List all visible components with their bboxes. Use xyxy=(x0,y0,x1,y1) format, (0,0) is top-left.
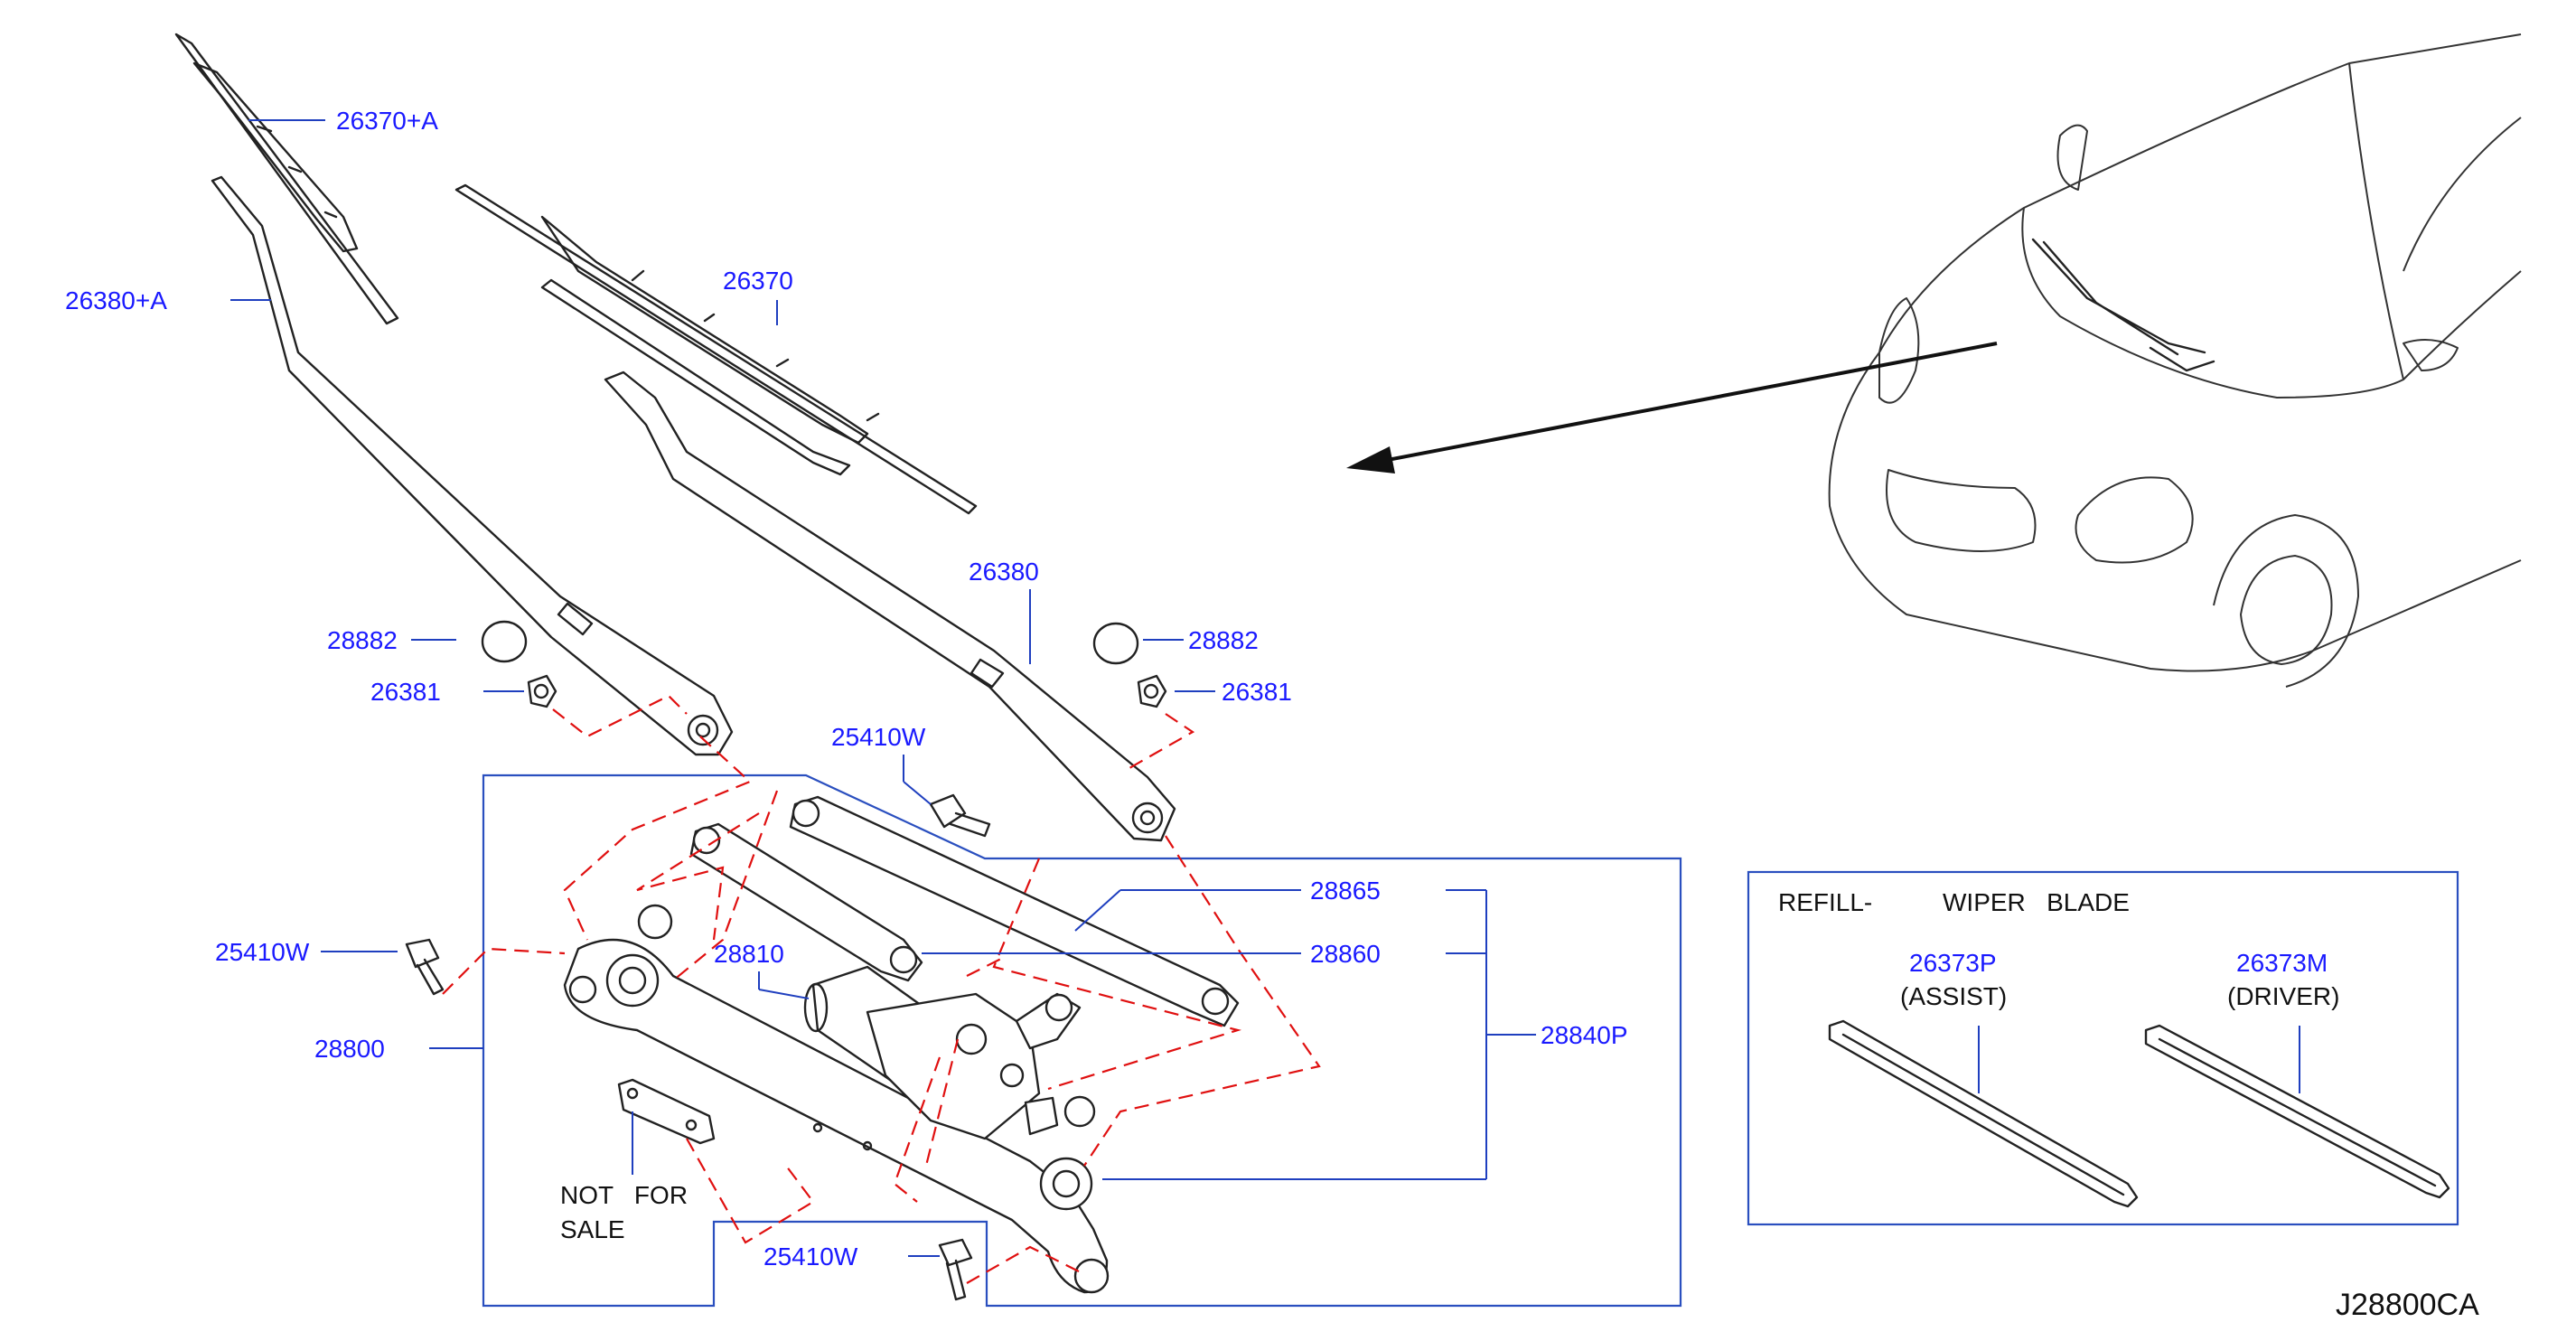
label-28800: 28800 xyxy=(314,1035,385,1063)
label-28882-left: 28882 xyxy=(327,626,398,654)
assembly-dashed-lines xyxy=(442,694,1321,1284)
refill-blade-26373P xyxy=(1828,1019,2139,1208)
label-28840P: 28840P xyxy=(1541,1021,1628,1049)
wiper-blade-26370 xyxy=(454,183,978,515)
assembly-outline-28800 xyxy=(482,774,1682,1308)
label-28865: 28865 xyxy=(1310,877,1381,905)
cap-28882-right xyxy=(1092,622,1139,665)
label-26380: 26380 xyxy=(969,558,1039,586)
wiper-blade-26370A xyxy=(174,33,399,325)
link-rod-28865 xyxy=(789,795,1240,1027)
wiper-arm-26380 xyxy=(604,370,1176,842)
label-25410W-bottom: 25410W xyxy=(763,1243,858,1271)
not-for-sale-line1: NOT FOR xyxy=(560,1181,688,1209)
label-28810: 28810 xyxy=(714,940,784,968)
label-assist: (ASSIST) xyxy=(1900,982,2007,1010)
bolt-25410W-left xyxy=(405,938,445,996)
wiper-arm-26380A xyxy=(211,175,734,756)
motor-28810 xyxy=(803,965,1082,1140)
refill-title-left: REFILL- xyxy=(1778,888,1872,916)
label-26373P: 26373P xyxy=(1909,949,1997,977)
refill-title-right: WIPER BLADE xyxy=(1943,888,2130,916)
bolt-25410W-top xyxy=(929,793,991,838)
frame-28840P xyxy=(563,904,1110,1294)
refill-blade-26373M xyxy=(2144,1024,2450,1199)
bolt-25410W-bottom xyxy=(938,1238,973,1301)
nut-26381-right xyxy=(1137,674,1167,708)
label-28882-right: 28882 xyxy=(1188,626,1259,654)
diagram-code: J28800CA xyxy=(2336,1288,2479,1322)
label-driver: (DRIVER) xyxy=(2227,982,2339,1010)
leader-lines xyxy=(230,119,2300,1257)
part-labels: 26370+A 26380+A 26370 26380 28882 26381 … xyxy=(65,107,2479,1322)
label-26380A: 26380+A xyxy=(65,286,167,314)
label-26381-left: 26381 xyxy=(370,678,441,706)
label-28860: 28860 xyxy=(1310,940,1381,968)
refill-box xyxy=(1747,870,2459,1226)
nut-26381-left xyxy=(527,674,557,708)
label-25410W-top: 25410W xyxy=(831,723,926,751)
label-26370: 26370 xyxy=(723,267,793,295)
label-26370A: 26370+A xyxy=(336,107,438,135)
pointer-arrow xyxy=(1346,342,1998,474)
car-illustration xyxy=(1828,33,2522,688)
label-25410W-left: 25410W xyxy=(215,938,310,966)
bracket-not-for-sale xyxy=(617,1078,716,1145)
label-26373M: 26373M xyxy=(2236,949,2328,977)
label-26381-right: 26381 xyxy=(1222,678,1292,706)
not-for-sale-line2: SALE xyxy=(560,1215,625,1243)
cap-28882-left xyxy=(481,620,528,663)
